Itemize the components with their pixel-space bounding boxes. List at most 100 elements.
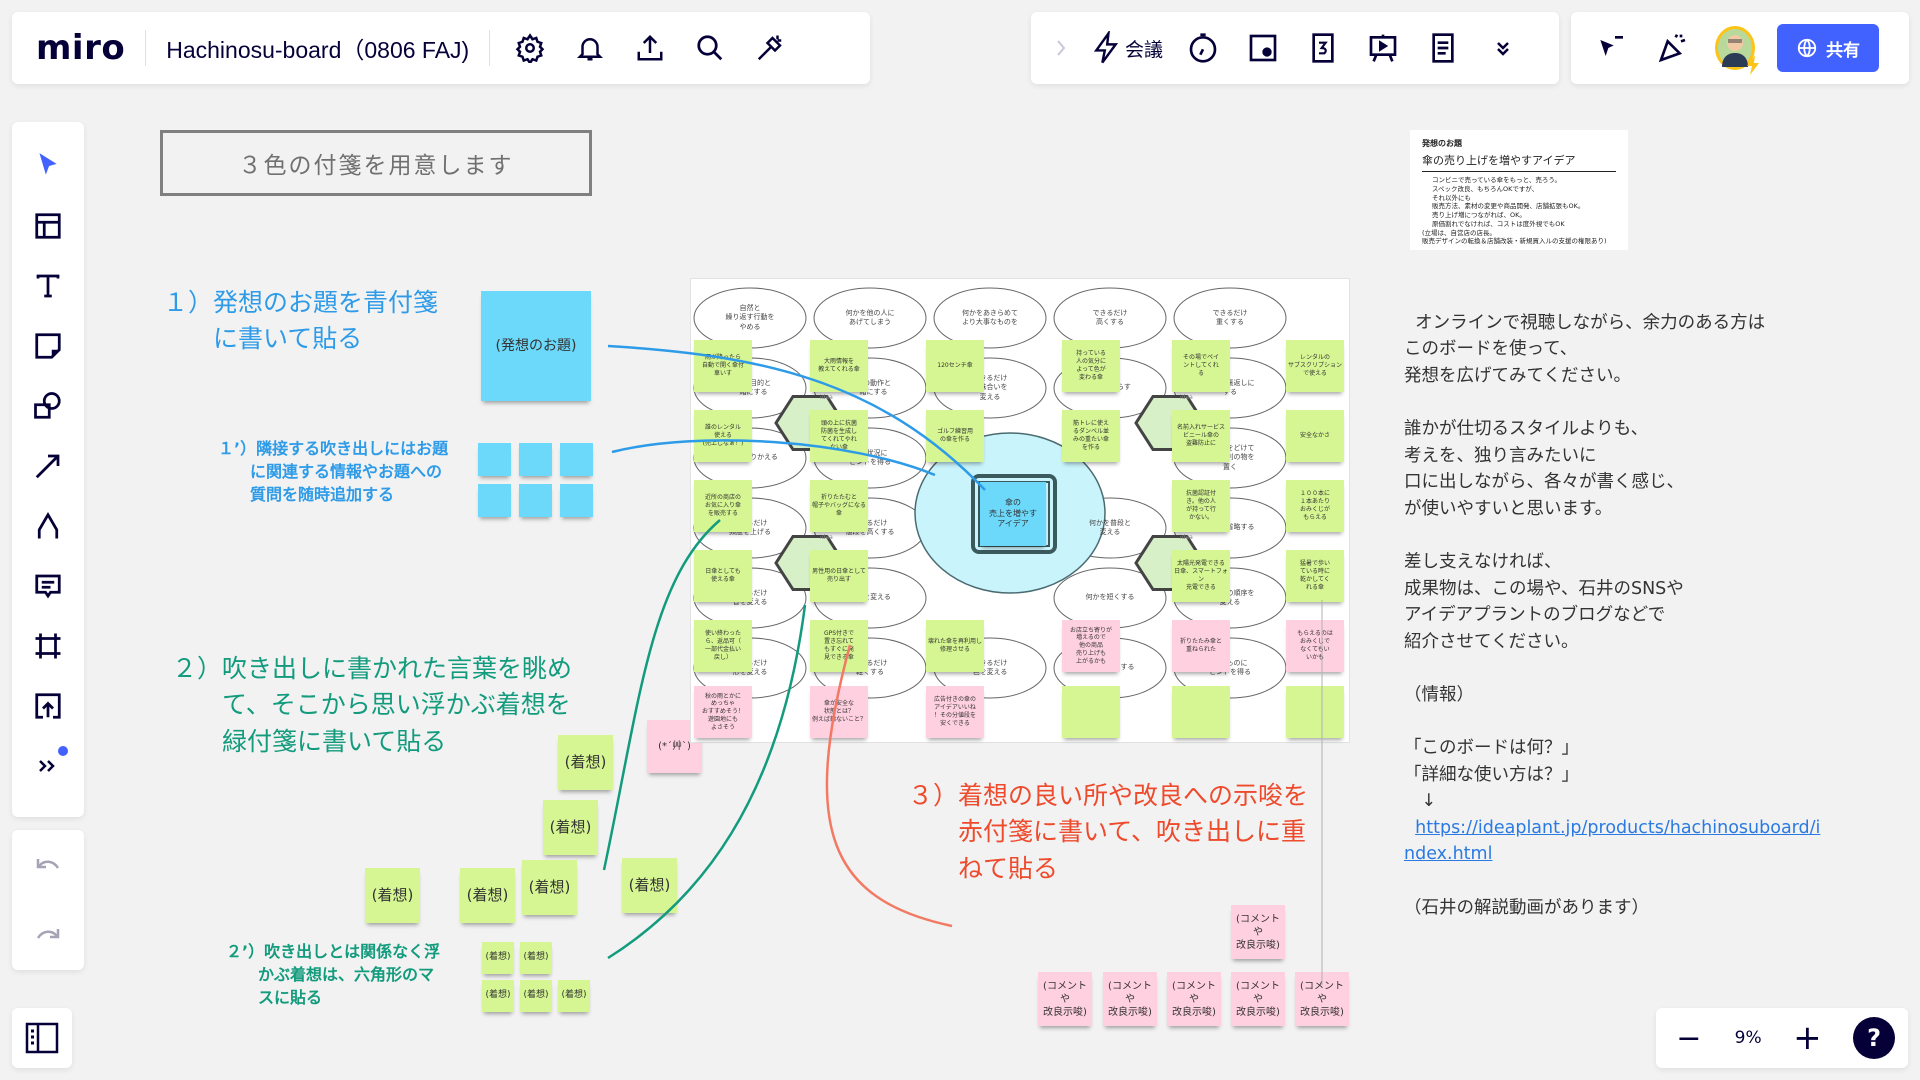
comment-note[interactable]: 傘が安全な 状態とは？ 例えば錆ないこと？ — [810, 686, 868, 738]
undo-icon[interactable] — [28, 845, 68, 885]
idea-note[interactable]: 男性用の日傘として 売り出す — [810, 550, 868, 602]
idea-sticky[interactable]: (着想) — [522, 860, 577, 915]
gear-icon[interactable] — [510, 28, 550, 68]
zoom-level[interactable]: 9% — [1734, 1028, 1762, 1048]
miro-logo[interactable]: miro — [36, 28, 126, 68]
share-button[interactable]: 共有 — [1777, 24, 1879, 72]
chevron-right-icon[interactable] — [1051, 28, 1071, 68]
blue-mini-sticky[interactable] — [560, 484, 593, 517]
zoom-in-button[interactable]: + — [1793, 1018, 1822, 1058]
celebration-icon[interactable] — [1653, 28, 1693, 68]
bell-icon[interactable] — [570, 28, 610, 68]
comment-sticky[interactable]: (コメント や 改良示唆) — [1038, 972, 1092, 1026]
blue-mini-sticky[interactable] — [519, 443, 552, 476]
upload-icon[interactable] — [630, 28, 670, 68]
idea-note[interactable]: 日傘としても 使える傘 — [694, 550, 752, 602]
text-tool-icon[interactable] — [28, 266, 68, 306]
templates-icon[interactable] — [28, 206, 68, 246]
comment-sticky[interactable]: (コメント や 改良示唆) — [1231, 972, 1285, 1026]
comment-note[interactable]: 広告付きの傘の アイデアいいね ！その分値段を 安くできる — [926, 686, 984, 738]
document-icon[interactable] — [1423, 28, 1463, 68]
comment-sticky[interactable]: (コメント や 改良示唆) — [1231, 905, 1285, 959]
card-icon[interactable] — [1243, 28, 1283, 68]
idea-sticky[interactable]: (着想) — [482, 980, 514, 1012]
idea-note[interactable]: 猛暑で歩い ている時に 乾かしてく れる傘 — [1286, 550, 1344, 602]
idea-sticky[interactable]: (着想) — [558, 735, 613, 790]
arrow-tool-icon[interactable] — [28, 446, 68, 486]
blank-idea-note[interactable] — [1062, 686, 1120, 738]
idea-note[interactable]: 安全なかさ — [1286, 410, 1344, 462]
idea-note[interactable]: 抗菌認証付 き。他の人 が持って行 かない。 — [1172, 480, 1230, 532]
topic-frame[interactable]: 発想のお題 傘の売り上げを増やすアイデア コンビニで売っている傘をもっと、売ろう… — [1410, 130, 1628, 250]
blue-mini-sticky[interactable] — [519, 484, 552, 517]
idea-note[interactable]: 大雨情報を 教えてくれる傘 — [810, 340, 868, 392]
idea-sticky[interactable]: (着想) — [460, 868, 515, 923]
select-tool-icon[interactable] — [28, 146, 68, 186]
step-1b-text[interactable]: １’）隣接する吹き出しにはお題 に関連する情報やお題への 質問を随時追加する — [218, 439, 449, 505]
help-button[interactable]: ? — [1853, 1017, 1896, 1059]
step-3-text[interactable]: ３）着想の良い所や改良への示唆を 赤付箋に書いて、吹き出しに重 ねて貼る — [908, 781, 1309, 883]
double-chevron-down-icon[interactable] — [1483, 28, 1523, 68]
step-2b-text[interactable]: ２’）吹き出しとは関係なく浮 かぶ着想は、六角形のマ スに貼る — [226, 942, 441, 1008]
idea-note[interactable]: 誰のレンタル 使える (売上しなぁ！) — [694, 410, 752, 462]
number-icon[interactable] — [1303, 28, 1343, 68]
zoom-out-button[interactable]: − — [1676, 1020, 1702, 1056]
idea-note[interactable]: 名前入れサービス ビニール傘の 盗難防止に — [1172, 410, 1230, 462]
upload-tool-icon[interactable] — [28, 686, 68, 726]
idea-note[interactable]: 太陽光発電できる 日傘、スマートフォン 充電できる — [1172, 550, 1230, 602]
idea-note[interactable]: GPS付きで 置き忘れて もすぐに発 見できる傘 — [810, 620, 868, 672]
comment-icon[interactable] — [28, 566, 68, 606]
meeting-button[interactable]: 会議 — [1091, 31, 1163, 65]
pen-tool-icon[interactable] — [28, 506, 68, 546]
idea-note[interactable]: ゴルフ練習用 の傘を作る — [926, 410, 984, 462]
shapes-icon[interactable] — [28, 386, 68, 426]
more-tools-icon[interactable] — [28, 746, 68, 786]
comment-sticky[interactable]: (コメント や 改良示唆) — [1295, 972, 1349, 1026]
step-2-text[interactable]: ２）吹き出しに書かれた言葉を眺め て、そこから思い浮かぶ着想を 緑付箋に書いて貼… — [172, 654, 573, 756]
idea-note[interactable]: 筋トレに使え るダンベル並 みの重たい傘 を作る — [1062, 410, 1120, 462]
idea-note[interactable]: 折りたたむと 帽子やバッグになる傘 — [810, 480, 868, 532]
idea-sticky[interactable]: (着想) — [482, 942, 514, 974]
idea-sticky[interactable]: (着想) — [543, 800, 598, 855]
sticky-note-icon[interactable] — [28, 326, 68, 366]
idea-note[interactable]: 壊れた傘を再利用し 修理させる — [926, 620, 984, 672]
comment-note[interactable]: お店立ち寄りが 増えるので 他の商品 売り上げも 上がるかも — [1062, 620, 1120, 672]
idea-note[interactable]: その場でペイ ントしてくれ る — [1172, 340, 1230, 392]
blank-idea-note[interactable] — [1286, 686, 1344, 738]
sidebar-toggle[interactable] — [12, 1008, 72, 1068]
comment-note[interactable]: もらえるのは おみくじで なくてもい いかも — [1286, 620, 1344, 672]
blank-idea-note[interactable] — [1172, 686, 1230, 738]
search-icon[interactable] — [690, 28, 730, 68]
info-link[interactable]: https://ideaplant.jp/products/hachinosub… — [1404, 817, 1821, 865]
idea-note[interactable]: 近所の商店の お気に入り傘 を販売する — [694, 480, 752, 532]
comment-note[interactable]: 秋の雨とかに めっちゃ おすすめそう！ 遊園地にも よさそう — [694, 686, 752, 738]
idea-note[interactable]: 雨が降ったら 自動で開く傘付 車いす — [694, 340, 752, 392]
idea-note[interactable]: 120センチ傘 — [926, 340, 984, 392]
avatar[interactable] — [1715, 26, 1759, 75]
idea-sticky[interactable]: (着想) — [558, 980, 590, 1012]
blue-mini-sticky[interactable] — [560, 443, 593, 476]
idea-sticky[interactable]: (着想) — [520, 980, 552, 1012]
redo-icon[interactable] — [28, 915, 68, 955]
comment-sticky[interactable]: (コメント や 改良示唆) — [1103, 972, 1157, 1026]
blue-mini-sticky[interactable] — [478, 443, 511, 476]
center-topic-sticky[interactable]: 傘の 売上を増やす アイデア — [980, 482, 1046, 546]
step-1-text[interactable]: １）発想のお題を青付箋 に書いて貼る — [163, 288, 439, 354]
idea-sticky[interactable]: (着想) — [622, 858, 677, 913]
comment-sticky[interactable]: (コメント や 改良示唆) — [1167, 972, 1221, 1026]
idea-note[interactable]: 頭の上に抗菌 防菌を生成し てくれてやれ ない傘 — [810, 410, 868, 462]
idea-sticky[interactable]: (着想) — [520, 942, 552, 974]
timer-icon[interactable] — [1183, 28, 1223, 68]
magic-icon[interactable] — [750, 28, 790, 68]
idea-note[interactable]: １００本に １本あたり おみくじが もらえる — [1286, 480, 1344, 532]
board-title[interactable]: Hachinosu-board（0806 FAJ) — [166, 37, 470, 63]
idea-sticky[interactable]: (着想) — [365, 868, 420, 923]
blue-mini-sticky[interactable] — [478, 484, 511, 517]
comment-note[interactable]: 折りたたみ傘と 重ねられた — [1172, 620, 1230, 672]
idea-note[interactable]: レンタルの サブスクリプションで使える — [1286, 340, 1344, 392]
presentation-icon[interactable] — [1363, 28, 1403, 68]
topic-sticky[interactable]: (発想のお題) — [481, 291, 591, 401]
cursor-filter-icon[interactable] — [1591, 28, 1631, 68]
idea-note[interactable]: 使い終わった ら、返品可（ 一部代金払い 戻し） — [694, 620, 752, 672]
frame-tool-icon[interactable] — [28, 626, 68, 666]
